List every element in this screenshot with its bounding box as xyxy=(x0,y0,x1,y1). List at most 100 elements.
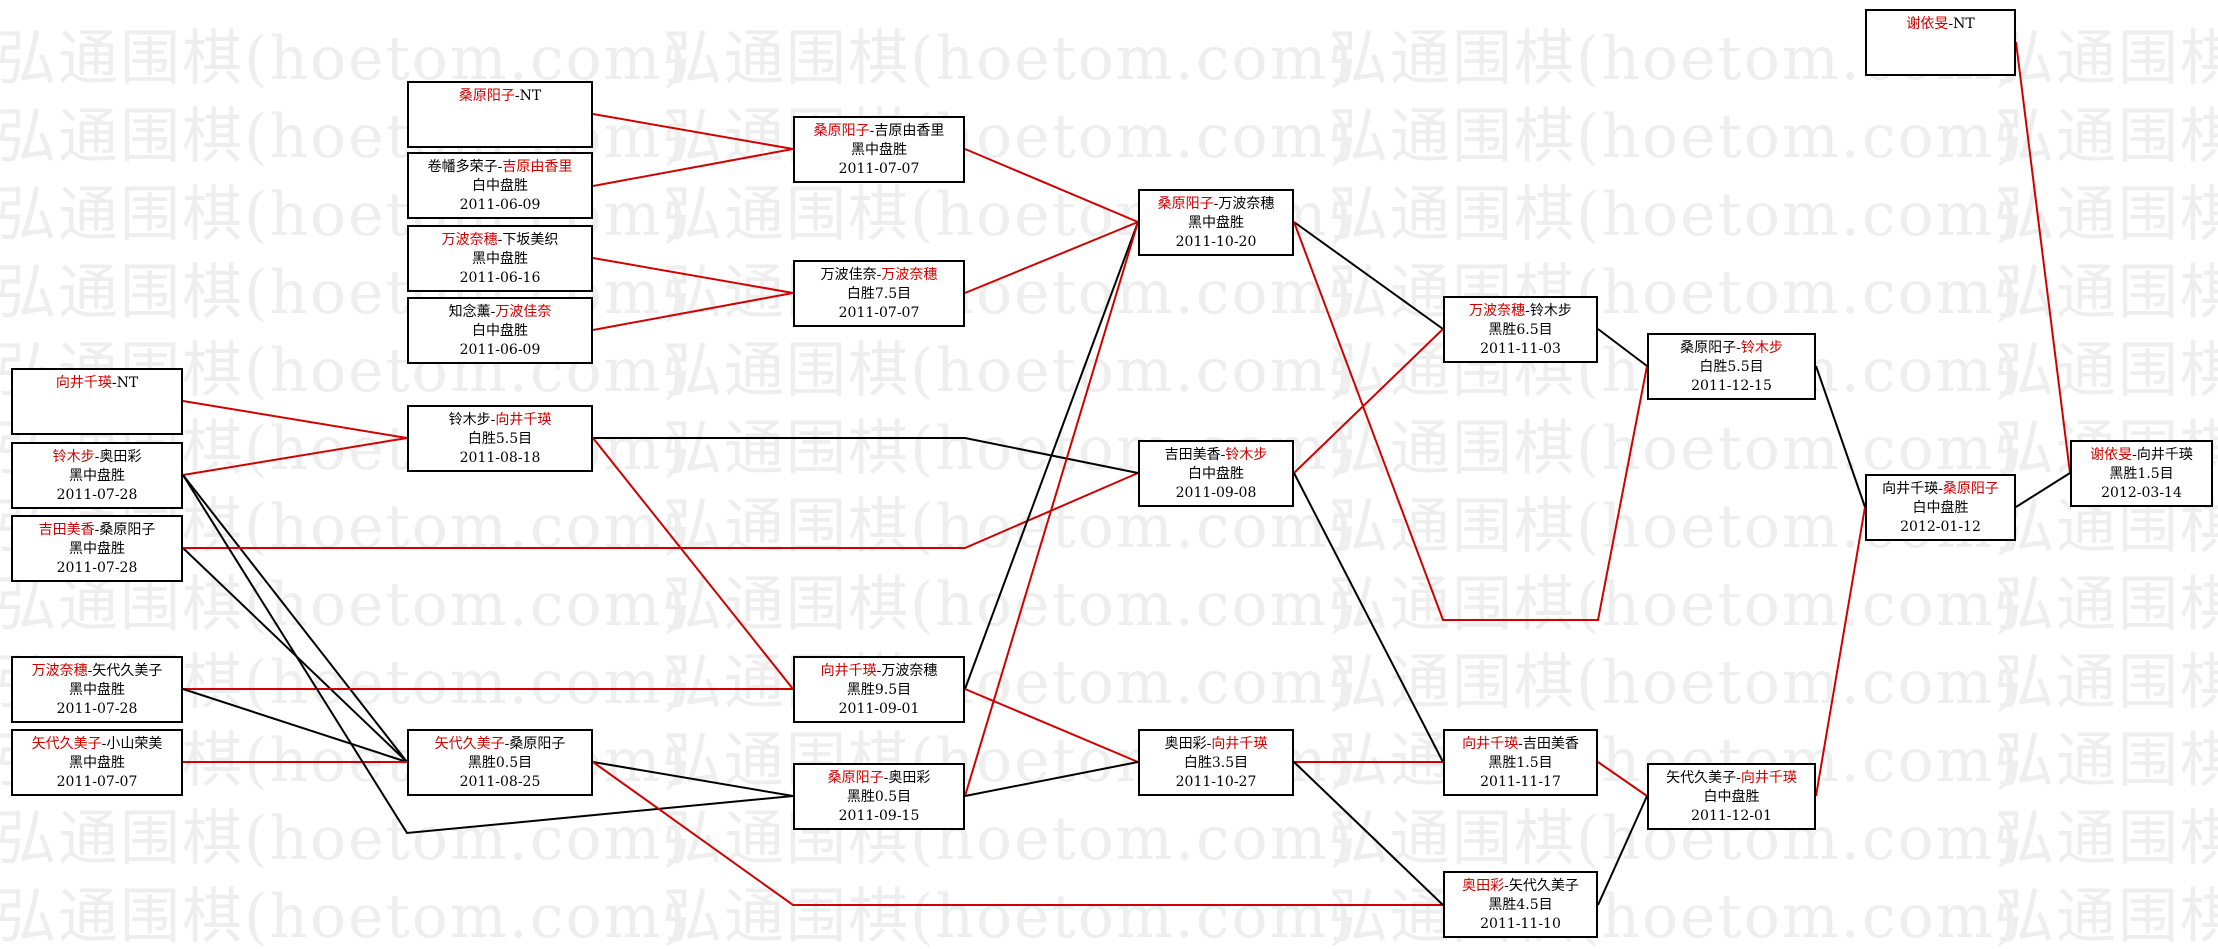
match-result: 黑胜1.5目 xyxy=(2109,466,2174,482)
winner-line xyxy=(1293,221,1648,621)
match-box-r6-xie-nt[interactable]: 谢依旻-NT xyxy=(1865,9,2016,76)
watermark-text: 弘通围棋(hoetom.com) xyxy=(0,804,688,874)
match-players: 矢代久美子-桑原阳子 xyxy=(409,735,591,754)
match-players: 桑原阳子-万波奈穗 xyxy=(1140,195,1292,214)
match-date: 2011-07-07 xyxy=(56,774,138,790)
watermark-text: 弘通围棋(hoetom.com) xyxy=(1994,882,2218,949)
player-white: 万波奈穗 xyxy=(1218,196,1275,212)
player-white: 向井千瑛 xyxy=(2136,447,2193,463)
player-white: 下坂美织 xyxy=(502,232,559,248)
watermark-text: 弘通围棋(hoetom.com) xyxy=(1328,414,2020,484)
player-black: 吉田美香 xyxy=(1164,447,1221,463)
match-date: 2011-12-15 xyxy=(1691,378,1772,394)
player-white: 矢代久美子 xyxy=(1508,878,1579,894)
match-date: 2011-06-09 xyxy=(459,342,541,358)
watermark-text: 弘通围棋(hoetom.com) xyxy=(662,570,1354,640)
match-players: 桑原阳子-NT xyxy=(409,87,591,106)
winner-line xyxy=(964,688,1139,763)
player-black: 矢代久美子 xyxy=(31,736,102,752)
watermark-text: 弘通围棋(hoetom.com) xyxy=(1328,258,2020,328)
match-players: 铃木步-向井千瑛 xyxy=(409,411,591,430)
winner-line xyxy=(592,761,1443,906)
winner-line xyxy=(964,221,1139,797)
player-white: 吉原由香里 xyxy=(874,123,945,139)
match-players: 万波奈穗-矢代久美子 xyxy=(13,662,181,681)
watermark-text: 弘通围棋(hoetom.com) xyxy=(1328,180,2020,250)
player-white: 万波佳奈 xyxy=(495,304,552,320)
match-date: 2011-08-25 xyxy=(459,774,541,790)
winner-line xyxy=(2015,41,2071,474)
watermark-text: 弘通围棋(hoetom.com) xyxy=(1328,648,2020,718)
match-players: 向井千瑛-NT xyxy=(13,374,181,393)
match-date: 2011-10-20 xyxy=(1175,234,1257,250)
match-date: 2011-07-07 xyxy=(838,305,920,321)
player-white: 奥田彩 xyxy=(99,449,142,465)
loser-line xyxy=(1815,365,1866,508)
loser-line xyxy=(1293,221,1444,330)
match-result: 白胜5.5目 xyxy=(467,431,533,447)
match-box-r0-mukai-nt[interactable]: 向井千瑛-NT xyxy=(11,368,183,435)
match-result: 黑中盘胜 xyxy=(851,142,907,158)
match-date: 2011-09-01 xyxy=(838,701,920,717)
loser-line xyxy=(182,474,794,835)
player-white: NT xyxy=(1953,16,1975,32)
player-separator: - xyxy=(1220,447,1226,463)
player-white: 向井千瑛 xyxy=(1211,736,1268,752)
player-separator: - xyxy=(1736,340,1741,356)
match-date: 2011-07-07 xyxy=(838,161,920,177)
loser-line xyxy=(592,761,794,797)
match-players: 谢依旻-NT xyxy=(1867,15,2014,34)
player-black: 万波奈穗 xyxy=(441,232,498,248)
player-black: 谢依旻 xyxy=(2090,447,2133,463)
match-result: 黑中盘胜 xyxy=(69,541,125,557)
loser-line xyxy=(2015,472,2071,508)
winner-line xyxy=(592,148,794,187)
match-box-r0-sangwon-nt[interactable]: 桑原阳子-NT xyxy=(407,81,593,148)
player-separator: - xyxy=(1504,878,1509,894)
winner-line xyxy=(183,472,1139,549)
player-separator: - xyxy=(94,449,100,465)
match-result: 黑胜0.5目 xyxy=(846,789,912,805)
player-white: 桑原阳子 xyxy=(99,522,156,538)
match-result: 黑中盘胜 xyxy=(69,682,125,698)
match-result: 白中盘胜 xyxy=(1188,466,1244,482)
match-result: 白中盘胜 xyxy=(472,323,528,339)
match-date: 2011-12-01 xyxy=(1691,808,1772,824)
match-players: 桑原阳子-铃木步 xyxy=(1649,339,1814,358)
match-result: 白中盘胜 xyxy=(1912,500,1969,516)
player-white: 奥田彩 xyxy=(888,770,931,786)
loser-line xyxy=(1597,795,1648,906)
loser-line xyxy=(1293,472,1444,763)
match-result: 黑胜1.5目 xyxy=(1488,755,1553,771)
player-white: 向井千瑛 xyxy=(495,412,552,428)
watermark-text: 弘通围棋(hoetom.com) xyxy=(662,102,1354,172)
player-black: 万波奈穗 xyxy=(31,663,88,679)
winner-line xyxy=(964,148,1139,223)
player-separator: - xyxy=(87,663,93,679)
player-white: 铃木步 xyxy=(1529,303,1572,319)
player-separator: - xyxy=(2132,447,2137,463)
